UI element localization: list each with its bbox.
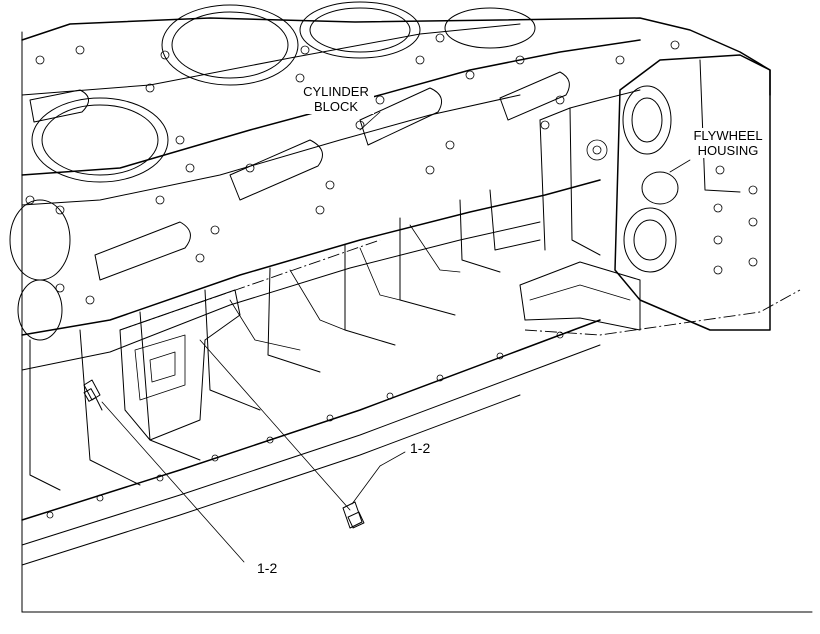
bolt-lower	[342, 501, 365, 529]
crankcase-side	[29, 189, 541, 491]
cylinder-block-label-line2: BLOCK	[313, 99, 359, 114]
block-rear-face	[519, 89, 641, 331]
cylinder-block-top-deck	[21, 17, 771, 371]
cylinder-bores	[9, 1, 536, 341]
flywheel-housing	[614, 54, 771, 331]
frame-border	[21, 31, 813, 613]
mounting-bracket	[119, 289, 241, 441]
label-leaders	[359, 111, 691, 173]
callout-upper: 1-2	[410, 440, 431, 456]
deck-bolt-holes	[25, 33, 680, 305]
leader-lines	[101, 339, 406, 563]
callout-lower: 1-2	[257, 560, 278, 576]
cylinder-block-label: CYLINDER BLOCK	[298, 84, 374, 114]
oil-pan-rail	[21, 319, 601, 566]
flywheel-housing-label: FLYWHEEL HOUSING	[688, 128, 768, 158]
push-rod-bosses	[29, 71, 570, 281]
cylinder-block-label-line1: CYLINDER	[303, 84, 369, 99]
flywheel-housing-label-line1: FLYWHEEL	[693, 128, 763, 143]
bolt-upper	[83, 379, 103, 411]
centerline	[119, 239, 801, 336]
flywheel-housing-label-line2: HOUSING	[697, 143, 759, 158]
